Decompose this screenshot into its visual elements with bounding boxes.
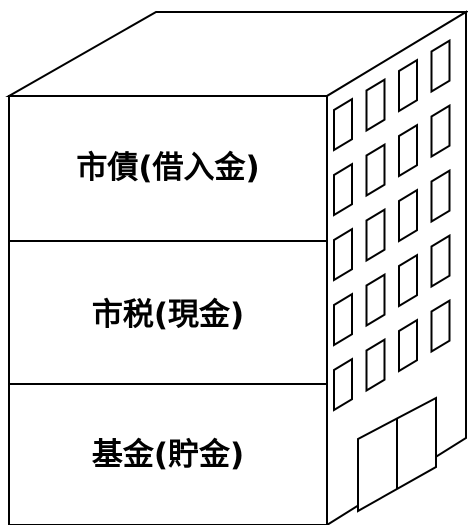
- side-window: [333, 227, 353, 282]
- side-window: [398, 318, 418, 373]
- side-window: [430, 298, 451, 354]
- floor-bottom: [8, 383, 328, 525]
- side-windows: [333, 38, 451, 412]
- side-window: [333, 292, 353, 347]
- entrance: [357, 396, 437, 513]
- floor-label-middle: 市税(現金): [92, 297, 244, 333]
- floor-top: [8, 95, 328, 242]
- side-window: [430, 233, 451, 289]
- side-window: [398, 188, 418, 243]
- floor-label-top: 市債(借入金): [76, 150, 259, 186]
- side-window: [365, 77, 386, 133]
- side-window: [430, 103, 451, 159]
- side-window: [398, 253, 418, 308]
- side-window: [398, 58, 418, 113]
- side-window: [365, 142, 386, 198]
- side-window: [333, 357, 353, 412]
- side-window: [333, 162, 353, 217]
- side-window: [333, 97, 353, 152]
- side-window: [398, 123, 418, 178]
- floor-label-bottom: 基金(貯金): [92, 437, 244, 473]
- side-window: [430, 38, 451, 94]
- side-window: [365, 337, 386, 393]
- side-window: [430, 168, 451, 224]
- side-window: [365, 207, 386, 263]
- side-window: [365, 272, 386, 328]
